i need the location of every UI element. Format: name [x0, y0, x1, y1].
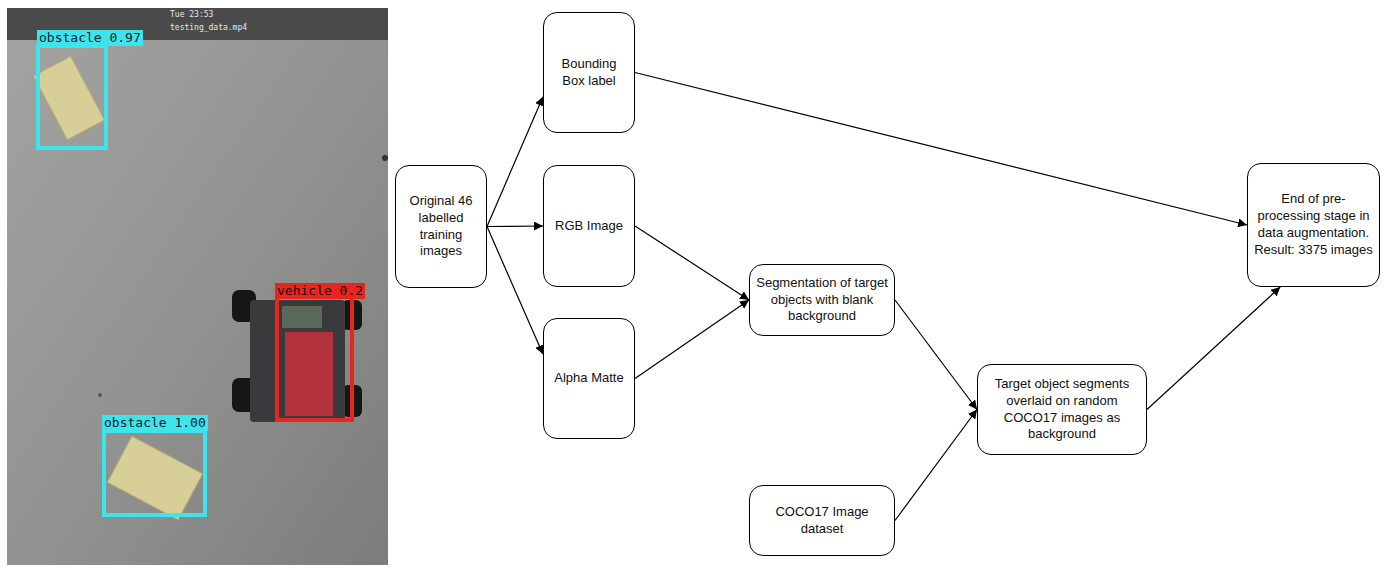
detection-box: [38, 46, 106, 148]
red-box: [285, 332, 333, 416]
video-caption: Tue 23:53: [170, 9, 213, 20]
text-group: Original 46 labelled training images: [402, 193, 480, 261]
text-group: Alpha Matte: [554, 370, 623, 387]
text-group: End of pre-processing stage in data augm…: [1254, 191, 1373, 259]
process-box: Bounding Box label: [543, 12, 635, 133]
box-text: End of pre-processing stage in data augm…: [1254, 191, 1373, 259]
text-group: Target object segments overlaid on rando…: [984, 376, 1140, 444]
box-text: RGB Image: [555, 218, 623, 235]
detection-label: obstacle 1.00: [102, 415, 208, 431]
video-caption: testing_data.mp4: [170, 22, 247, 33]
circuit-board: [282, 306, 322, 328]
process-box: COCO17 Image dataset: [749, 485, 895, 556]
detection-label: obstacle 0.97: [37, 30, 143, 46]
wooden-block: [34, 56, 105, 139]
arrow-connector: [635, 300, 749, 379]
process-box: RGB Image: [543, 165, 635, 287]
arrow-connector: [895, 410, 977, 521]
text-group: Segmentation of target objects with blan…: [756, 275, 888, 326]
box-text: Bounding Box label: [550, 56, 628, 90]
detection-label: vehicle 0.2: [275, 283, 365, 299]
arrow-connector: [1147, 287, 1280, 410]
detection-box: [104, 431, 205, 515]
box-text: Target object segments overlaid on rando…: [984, 376, 1140, 444]
arrow-connector: [635, 226, 749, 300]
arrow-connector: [635, 73, 1247, 226]
text-group: RGB Image: [555, 218, 623, 235]
process-box: Alpha Matte: [543, 318, 635, 439]
box-text: COCO17 Image dataset: [756, 504, 888, 538]
arrow-connector: [487, 97, 543, 227]
process-box: End of pre-processing stage in data augm…: [1247, 163, 1380, 287]
chassis: [250, 300, 345, 422]
arrow-connector: [487, 225, 543, 227]
text-group: COCO17 Image dataset: [756, 504, 888, 538]
box-text: Segmentation of target objects with blan…: [756, 275, 888, 326]
process-box: Target object segments overlaid on rando…: [977, 364, 1147, 455]
text-group: Bounding Box label: [550, 56, 628, 90]
arrow-connector: [487, 227, 543, 355]
box-text: Alpha Matte: [554, 370, 623, 387]
process-box: Original 46 labelled training images: [395, 165, 487, 288]
detection-box: [277, 294, 352, 420]
box-text: Original 46 labelled training images: [402, 193, 480, 261]
floor-spot: [98, 393, 102, 397]
floor: [7, 8, 388, 565]
process-box: Segmentation of target objects with blan…: [749, 264, 895, 336]
floor-spot: [382, 155, 388, 161]
wooden-block: [107, 436, 202, 519]
arrow-connector: [895, 300, 977, 410]
